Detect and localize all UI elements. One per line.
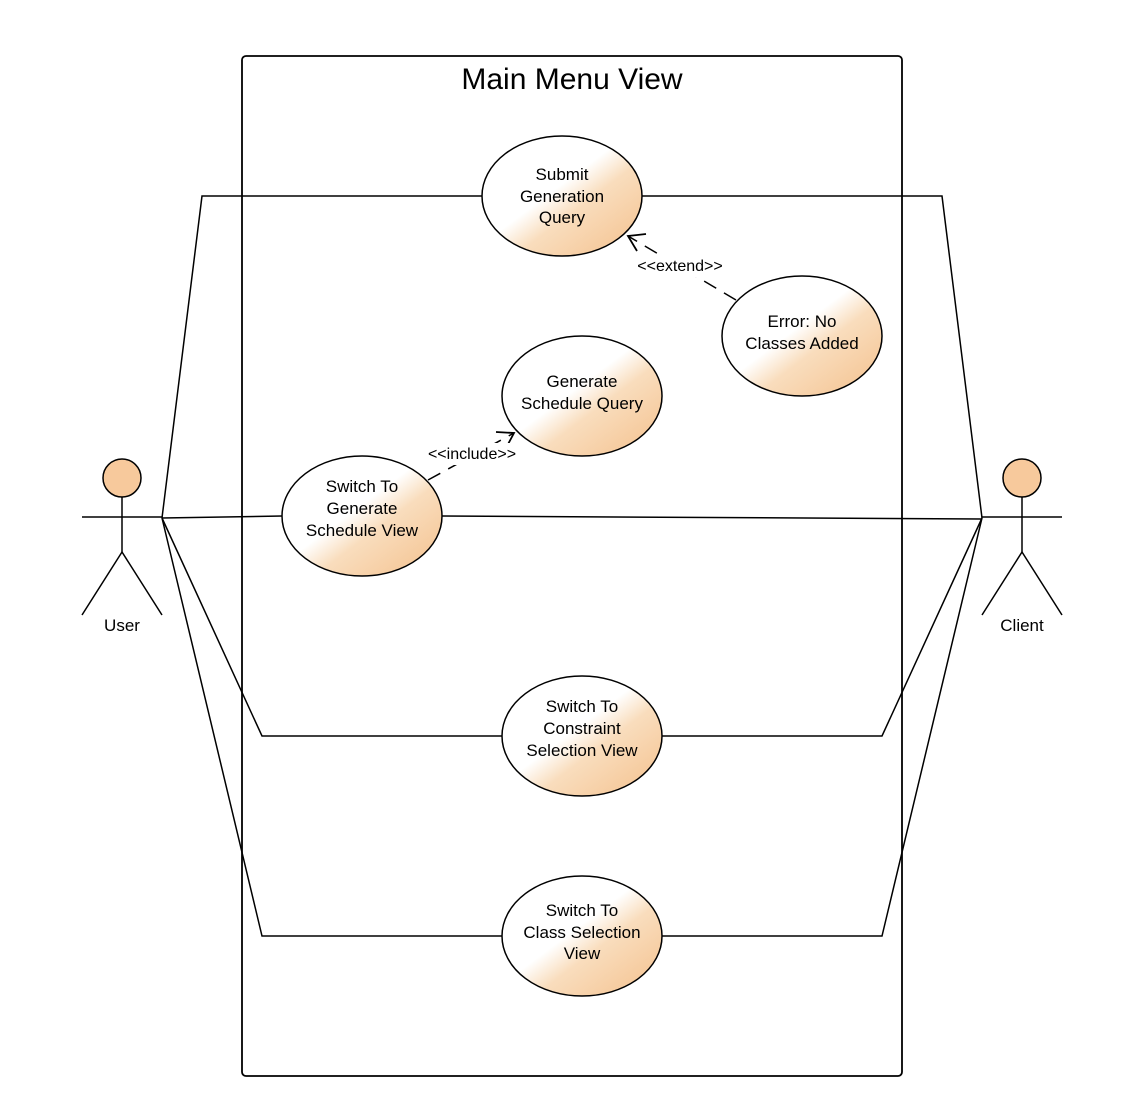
use-case-switch-to-class-selection-view[interactable]: Switch To Class Selection View <box>501 875 663 997</box>
assoc-client-switch-constraint <box>662 517 983 737</box>
include-label: <<include>> <box>428 446 516 463</box>
actor-legs <box>981 550 1063 616</box>
include-label-bg <box>422 443 524 465</box>
assoc-user-submit-query <box>161 195 482 519</box>
use-case-generate-schedule-query[interactable]: Generate Schedule Query <box>501 335 663 457</box>
use-case-switch-to-generate-schedule-view[interactable]: Switch To Generate Schedule View <box>281 455 443 577</box>
use-case-label: Query <box>539 208 586 227</box>
use-case-ellipse <box>501 335 663 457</box>
actor-legs <box>81 550 163 616</box>
assoc-user-switch-generate <box>161 515 283 519</box>
use-case-ellipse <box>281 455 443 577</box>
actor-head-icon <box>102 458 142 498</box>
actor-user[interactable]: User <box>81 458 163 635</box>
use-case-label: Switch To <box>326 477 398 496</box>
use-case-label: Generate <box>547 372 618 391</box>
assoc-user-switch-class <box>161 517 502 937</box>
actor-head-icon <box>1002 458 1042 498</box>
actor-user-label: User <box>104 616 140 635</box>
use-case-label: Switch To <box>546 901 618 920</box>
use-case-ellipse <box>721 275 883 397</box>
use-case-label: Generation <box>520 187 604 206</box>
use-case-label: Constraint <box>543 719 621 738</box>
use-case-label: Selection View <box>526 741 638 760</box>
system-title: Main Menu View <box>461 63 683 96</box>
use-case-label: Classes Added <box>745 334 858 353</box>
assoc-client-switch-class <box>662 517 983 937</box>
use-case-label: View <box>564 944 601 963</box>
use-case-label: Generate <box>327 499 398 518</box>
assoc-user-switch-constraint <box>161 517 502 737</box>
use-case-switch-to-constraint-selection-view[interactable]: Switch To Constraint Selection View <box>501 675 663 797</box>
extend-arrow-line <box>627 235 737 301</box>
actor-client-label: Client <box>1000 616 1044 635</box>
use-case-submit-generation-query[interactable]: Submit Generation Query <box>481 135 643 257</box>
extend-label: <<extend>> <box>637 258 722 275</box>
use-case-ellipse <box>481 135 643 257</box>
extend-arrowhead <box>626 233 647 252</box>
use-case-label: Schedule View <box>306 521 419 540</box>
use-case-ellipse <box>501 675 663 797</box>
use-case-label: Submit <box>536 165 589 184</box>
assoc-client-submit-query <box>642 195 983 519</box>
use-case-ellipse <box>501 875 663 997</box>
assoc-client-switch-generate <box>441 515 983 520</box>
use-case-label: Switch To <box>546 697 618 716</box>
actor-client[interactable]: Client <box>981 458 1063 635</box>
use-case-label: Schedule Query <box>521 394 643 413</box>
use-case-label: Class Selection <box>523 923 640 942</box>
use-case-error-no-classes-added[interactable]: Error: No Classes Added <box>721 275 883 397</box>
extend-label-bg <box>630 255 730 277</box>
use-case-label: Error: No <box>768 312 837 331</box>
